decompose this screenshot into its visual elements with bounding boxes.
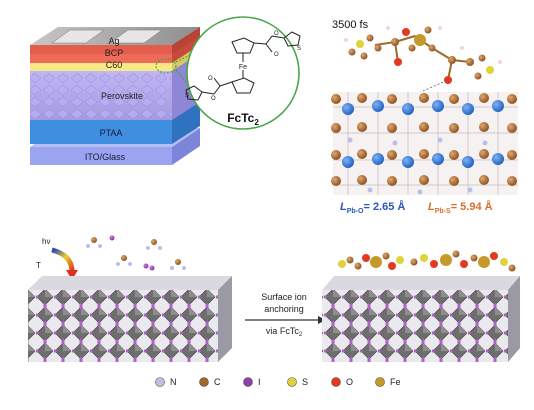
perovskite-label: Perovskite [101, 91, 143, 101]
o-atom-4: O [211, 96, 216, 102]
bond-length-pb-o: LPb-O= 2.65 Å [340, 200, 405, 215]
detached-ions [86, 235, 186, 271]
md-simulation-panel: 3500 fs [331, 19, 518, 215]
o-atom-1: O [274, 52, 279, 58]
legend-marker-fe [375, 377, 385, 387]
light-heat-arrow [51, 247, 75, 273]
temperature-label: T [36, 261, 41, 270]
adsorbed-molecule [344, 26, 502, 97]
bcp-label: BCP [105, 48, 124, 58]
fe-label: Fe [239, 64, 247, 71]
ito-label: ITO/Glass [85, 152, 126, 162]
legend-marker-c [199, 377, 209, 387]
s-atom-2: S [185, 93, 189, 99]
arrow-text-line2: anchoring [264, 304, 304, 314]
ag-label: Ag [108, 36, 119, 46]
atom-legend: N C I S O Fe [155, 377, 401, 387]
legend-marker-s [287, 377, 297, 387]
legend-marker-o [331, 377, 341, 387]
legend-marker-n [155, 377, 165, 387]
process-arrow: Surface ion anchoring via FcTc2 [245, 292, 326, 338]
legend-label-n: N [170, 377, 177, 387]
s-atom-1: S [297, 46, 301, 52]
legend-label-fe: Fe [390, 377, 401, 387]
ferrocene-structure [185, 31, 301, 101]
legend-label-o: O [346, 377, 353, 387]
anchored-molecules [338, 250, 516, 272]
device-stack: Ag BCP C60 Perovskite PTAA ITO/Glass [30, 27, 200, 165]
fctc2-molecule-inset: Fe O O O O S S FcTc2 [185, 16, 301, 130]
bond-length-pb-s: LPb-S= 5.94 Å [428, 200, 493, 215]
pristine-perovskite: hν T [28, 235, 232, 362]
o-atom-2: O [274, 31, 279, 37]
arrow-text-line3: via FcTc2 [266, 326, 303, 338]
hv-label: hν [42, 237, 50, 246]
c60-label: C60 [106, 60, 123, 70]
legend-marker-i [243, 377, 253, 387]
passivated-perovskite [322, 250, 520, 362]
simulation-time: 3500 fs [332, 19, 369, 31]
legend-label-i: I [258, 377, 261, 387]
o-atom-3: O [208, 76, 213, 82]
fctc2-name: FcTc2 [227, 111, 259, 127]
legend-label-s: S [302, 377, 308, 387]
arrow-text-line1: Surface ion [261, 292, 307, 302]
legend-label-c: C [214, 377, 221, 387]
ag-layer [30, 27, 200, 54]
md-lattice [331, 92, 518, 195]
ptaa-label: PTAA [100, 128, 123, 138]
